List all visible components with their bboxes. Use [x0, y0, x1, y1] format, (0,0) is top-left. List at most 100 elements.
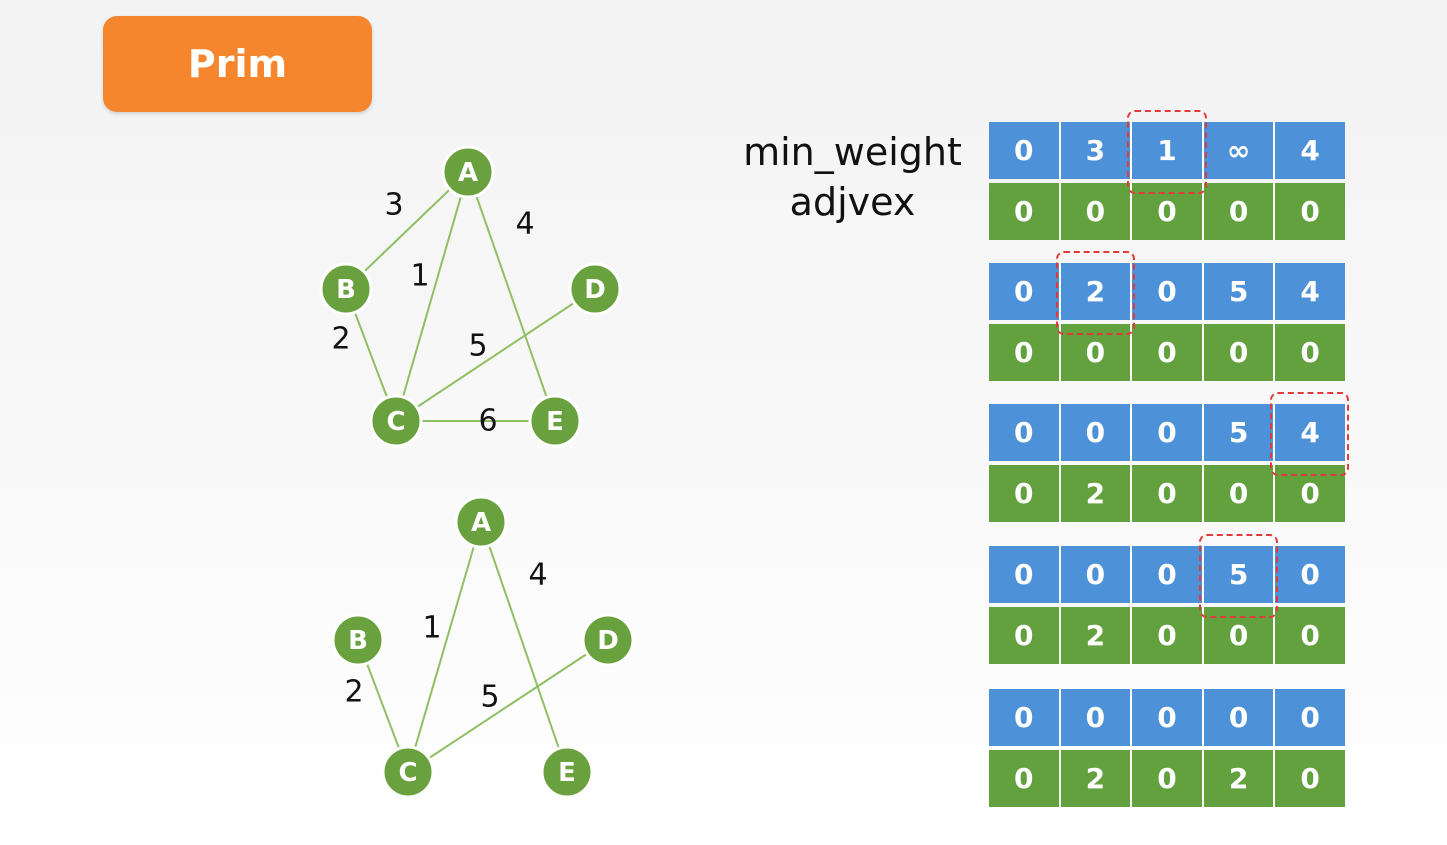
adjvex-cell: 0: [1132, 465, 1204, 522]
top-node-label-c: C: [386, 407, 405, 437]
top-edge-weight-a-e: 4: [515, 207, 534, 242]
top-edge-weight-b-c: 2: [331, 322, 350, 357]
top-edge-weight-c-e: 6: [478, 404, 497, 439]
min-weight-cell: 0: [1275, 546, 1345, 603]
adjvex-cell: 0: [989, 607, 1061, 664]
top-node-b: B: [319, 262, 373, 316]
adjvex-cell: 0: [1203, 183, 1276, 240]
adjvex-cell: 0: [1275, 465, 1345, 522]
min-weight-cell: 4: [1275, 404, 1345, 461]
min-weight-cell: 0: [989, 404, 1061, 461]
adjvex-cell: 0: [1132, 183, 1204, 240]
min-weight-cell: 0: [1132, 263, 1204, 320]
adjvex-cell: 0: [989, 465, 1061, 522]
adjvex-cell: 0: [1275, 607, 1345, 664]
row-labels: min_weight adjvex: [730, 127, 975, 227]
min-weight-cell: 5: [1203, 546, 1276, 603]
top-node-circle-a: [441, 145, 495, 199]
min-weight-cell: 0: [1060, 546, 1133, 603]
adjvex-cell: 0: [989, 324, 1061, 381]
min-weight-cell: 0: [989, 689, 1061, 746]
min-weight-cell: 5: [1203, 404, 1276, 461]
top-edge-c-d: [395, 288, 596, 422]
top-node-circle-c: [369, 394, 423, 448]
adjvex-cell: 0: [1275, 183, 1345, 240]
adjvex-cell: 2: [1060, 750, 1133, 807]
adjvex-cell: 2: [1203, 750, 1276, 807]
adjvex-cell: 0: [1275, 324, 1345, 381]
mst-node-circle-b: [331, 613, 385, 667]
adjvex-label: adjvex: [789, 180, 916, 224]
mst-node-circle-d: [581, 613, 635, 667]
top-node-label-b: B: [336, 275, 356, 305]
top-node-label-e: E: [546, 407, 564, 437]
adjvex-cell: 0: [1132, 607, 1204, 664]
top-node-label-d: D: [584, 275, 606, 305]
min-weight-cell: 0: [1060, 689, 1133, 746]
mst-edge-weight-b-c: 2: [344, 675, 363, 710]
mst-edge-a-c: [407, 521, 482, 773]
mst-edge-weight-a-c: 1: [422, 611, 441, 646]
min-weight-cell: 0: [989, 122, 1061, 179]
mst-node-e: E: [540, 745, 594, 799]
mst-node-label-a: A: [471, 508, 491, 538]
adjvex-cell: 2: [1060, 465, 1133, 522]
min-weight-cell: 0: [1275, 689, 1345, 746]
mst-node-d: D: [581, 613, 635, 667]
mst-node-circle-c: [381, 745, 435, 799]
top-node-d: D: [568, 262, 622, 316]
adjvex-cell: 2: [1060, 607, 1133, 664]
mst-edge-c-d: [407, 639, 609, 773]
min-weight-cell: ∞: [1203, 122, 1276, 179]
top-edge-weight-c-d: 5: [468, 329, 487, 364]
min-weight-cell: 5: [1203, 263, 1276, 320]
top-node-circle-d: [568, 262, 622, 316]
adjvex-cell: 0: [1203, 324, 1276, 381]
adjvex-cell: 0: [1132, 324, 1204, 381]
min-weight-cell: 0: [1132, 689, 1204, 746]
mst-node-c: C: [381, 745, 435, 799]
top-node-a: A: [441, 145, 495, 199]
min-weight-cell: 0: [1203, 689, 1276, 746]
mst-node-label-c: C: [398, 758, 417, 788]
min-weight-cell: 3: [1060, 122, 1133, 179]
min-weight-cell: 4: [1275, 263, 1345, 320]
min-weight-cell: 0: [1060, 404, 1133, 461]
top-node-c: C: [369, 394, 423, 448]
min-weight-label: min_weight: [743, 130, 962, 174]
adjvex-cell: 0: [989, 183, 1061, 240]
mst-node-label-b: B: [348, 626, 368, 656]
min-weight-cell: 4: [1275, 122, 1345, 179]
top-node-e: E: [528, 394, 582, 448]
top-node-label-a: A: [458, 158, 478, 188]
min-weight-cell: 0: [989, 263, 1061, 320]
mst-edge-weight-a-e: 4: [528, 558, 547, 593]
adjvex-cell: 0: [1203, 607, 1276, 664]
adjvex-cell: 0: [1203, 465, 1276, 522]
mst-node-circle-a: [454, 495, 508, 549]
adjvex-cell: 0: [1132, 750, 1204, 807]
top-edge-weight-a-b: 3: [384, 188, 403, 223]
title-button[interactable]: Prim: [103, 16, 372, 112]
top-edge-a-c: [395, 171, 469, 422]
adjvex-cell: 0: [1060, 324, 1133, 381]
mst-edge-a-e: [480, 521, 568, 773]
mst-node-a: A: [454, 495, 508, 549]
adjvex-cell: 0: [989, 750, 1061, 807]
min-weight-cell: 0: [1132, 546, 1204, 603]
